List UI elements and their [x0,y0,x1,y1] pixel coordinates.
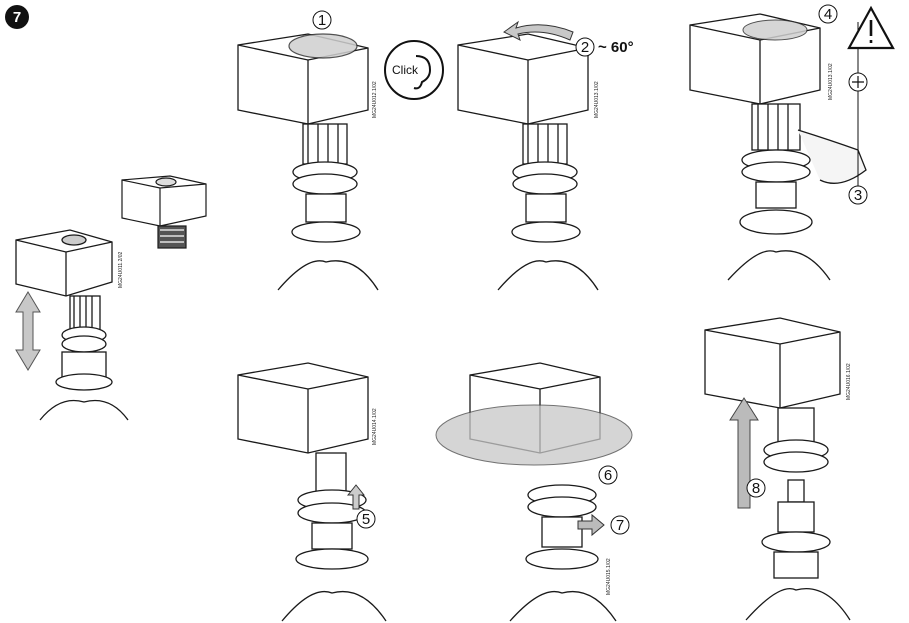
actuator-5 [237,362,387,622]
actuator-main [15,229,129,421]
step-badge-number: 7 [13,9,21,26]
step-badge: 7 [5,5,29,29]
angle-label: ~ 60° [598,39,634,56]
click-label: Click [392,63,419,77]
step-marker-5 [356,509,376,529]
drawing-code-8: MG24U016.1/02 [846,363,852,400]
step-label-3: 3 [854,187,862,204]
step-marker-7 [610,515,630,535]
step-label-1: 1 [318,12,326,29]
step-marker-2 [575,37,595,57]
panel-initial-placement: MG24U011.2/02 [15,175,207,421]
actuator-small [121,175,207,249]
up-arrow-icon-8 [729,397,759,509]
actuator-2 [457,33,599,291]
panel-step-2: 2 ~ 60° MG24U013.1/02 [457,20,634,291]
step-marker-3 [848,185,868,205]
step-label-8: 8 [752,480,760,497]
step-marker-6 [598,465,618,485]
drawing-code-5: MG24U014.1/02 [372,408,378,445]
panel-step-5: 5 MG24U014.1/02 [237,362,387,622]
up-down-arrow-icon [15,291,41,371]
drawing-code-3: MG24U013.1/02 [828,63,834,100]
actuator-3 [689,13,867,281]
pull-arrow-icon [577,513,605,537]
panel-step-3-4: 4 3 MG24U013.1/02 [689,4,895,281]
actuator-6 [469,362,617,622]
step-label-5: 5 [362,511,370,528]
drawing-code-1: MG24U012.1/02 [372,81,378,118]
panel-step-6-7: 6 7 MG24U015.1/02 [435,362,633,622]
drawing-code-a: MG24U011.2/02 [118,251,124,288]
panel-step-1: 1 MG24U012.1/02 [237,10,379,291]
rotate-arrow-icon-3 [742,19,808,41]
click-ear-icon: Click [384,40,444,100]
step-marker-1 [312,10,332,30]
warning-icon [847,5,895,50]
drawing-code-6: MG24U015.1/02 [606,558,612,595]
swivel-arrow-icon [435,404,633,466]
step-label-4: 4 [824,6,832,23]
drawing-code-2: MG24U013.1/02 [594,81,600,118]
rotate-arrow-icon [288,33,358,59]
step-marker-8 [746,478,766,498]
actuator-1 [237,33,379,291]
step-marker-4 [818,4,838,24]
step-label-2: 2 [581,39,589,56]
step-label-7: 7 [616,517,624,534]
step-label-6: 6 [604,467,612,484]
panel-step-8: 8 MG24U016.1/02 [704,317,852,621]
up-arrow-icon-5 [346,484,366,510]
actuator-8 [704,317,851,621]
turn-arrow-icon [503,20,574,41]
